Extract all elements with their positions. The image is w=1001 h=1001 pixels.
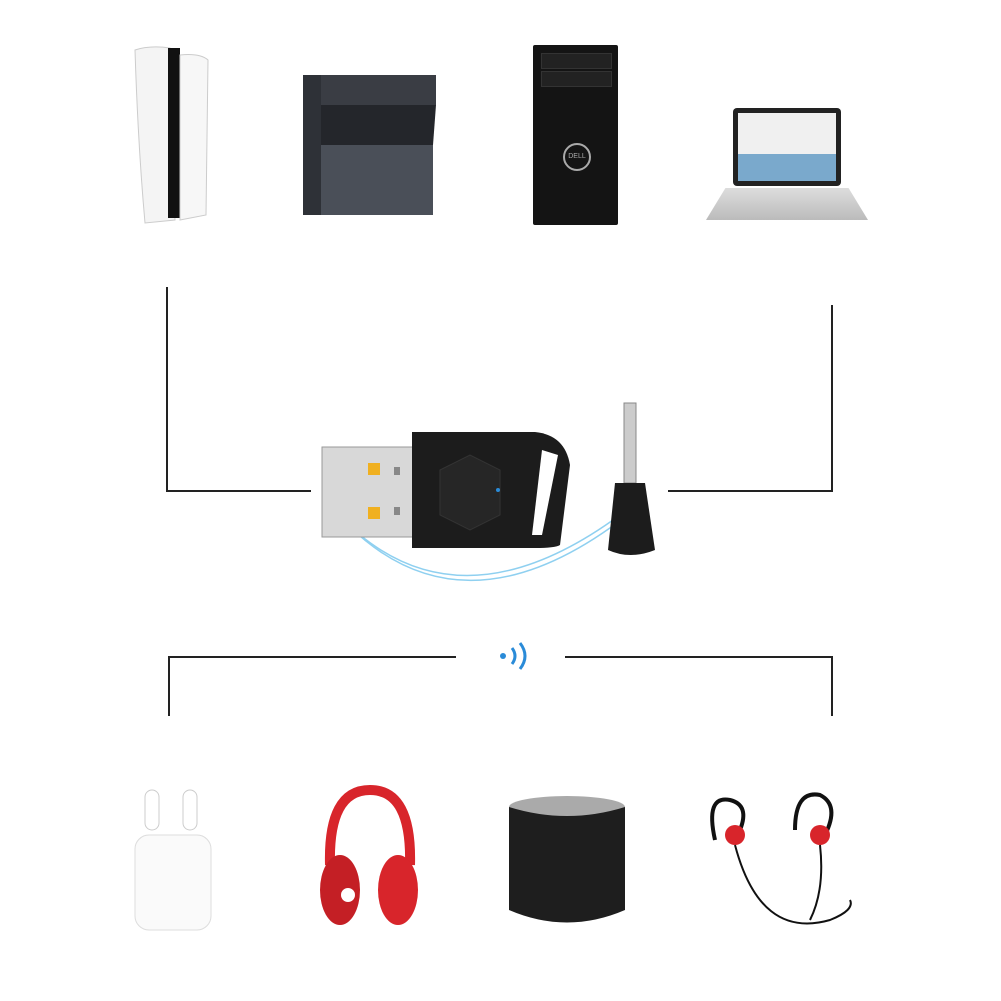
- sport-earphones-icon: [710, 792, 852, 925]
- signal-arc: [359, 514, 621, 577]
- connector-line: [565, 656, 833, 658]
- desktop-pc: DELL: [533, 45, 618, 225]
- audio-jack-mic-icon: [623, 402, 637, 484]
- dell-logo: DELL: [563, 143, 591, 171]
- usb-bluetooth-dongle: [321, 402, 655, 582]
- connector-line: [168, 656, 456, 658]
- connector-line: [166, 490, 311, 492]
- speaker-icon: [509, 796, 625, 923]
- usb-plug: [321, 446, 415, 538]
- wireless-signal-icon: [500, 642, 527, 670]
- signal-arc: [347, 504, 641, 582]
- status-led: [496, 488, 500, 492]
- connector-line: [831, 656, 833, 716]
- mic-body: [608, 483, 655, 555]
- earbuds-icon: [134, 789, 212, 931]
- connector-line: [168, 656, 170, 716]
- headphones-icon: [320, 785, 418, 925]
- connector-line: [166, 287, 168, 492]
- ps5-console: [130, 45, 210, 225]
- laptop: [706, 108, 868, 223]
- connector-line: [668, 490, 833, 492]
- ps4-console: [303, 75, 436, 215]
- connector-line: [831, 305, 833, 492]
